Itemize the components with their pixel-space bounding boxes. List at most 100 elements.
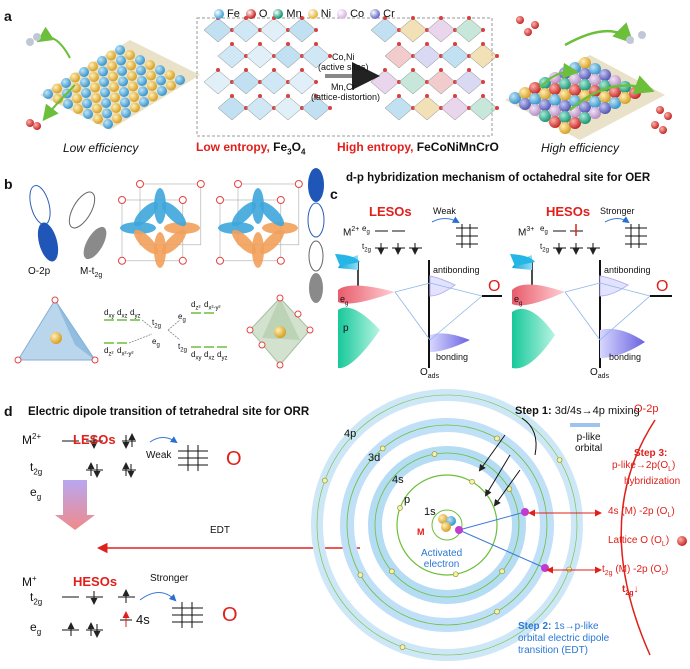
- ligand-oxygen: [118, 196, 126, 204]
- slab-atom: [72, 93, 82, 104]
- panel-a-letter: a: [4, 8, 12, 24]
- slab-atom: [116, 55, 126, 66]
- cluster-atom: [519, 87, 531, 99]
- d-orbital-lobe: [231, 201, 257, 227]
- cluster-atom: [569, 117, 581, 129]
- slab-atom: [82, 98, 92, 109]
- activated-word: Activated: [421, 548, 463, 559]
- cf-main: d: [130, 308, 135, 317]
- octahedron: [468, 43, 498, 69]
- d-t2g-top: t2g: [30, 460, 42, 476]
- step1-label: Step 1: 3d/4s→4p mixing: [515, 405, 640, 417]
- d-orbital-lobe: [133, 229, 159, 255]
- slab-atom: [112, 113, 122, 124]
- octahedron: [412, 95, 442, 121]
- cluster-atom: [559, 100, 571, 112]
- cf-sub: x²-y²: [208, 305, 221, 312]
- rt2g-end: ): [664, 564, 669, 575]
- oxygen-atom: [495, 54, 499, 58]
- cf-sub: xy: [108, 313, 115, 320]
- slab-atom: [136, 65, 146, 76]
- ion-m3: M: [518, 227, 527, 239]
- legend-dot: [370, 9, 381, 19]
- cf-main: d: [104, 308, 109, 317]
- mt2g-orbital-icon: [68, 191, 107, 260]
- d-orbital-lobe: [252, 232, 264, 268]
- cf-label: dz²: [104, 346, 113, 358]
- cf-label: dz²: [191, 300, 200, 312]
- sub3: 3: [287, 147, 292, 157]
- shell-label-4p: 4p: [344, 428, 357, 440]
- r4s-sub: L: [667, 512, 672, 519]
- cf-label: dx²-y²: [204, 300, 220, 312]
- shell-electron: [494, 435, 500, 442]
- shell-electron: [389, 568, 395, 575]
- shell-electron: [452, 571, 459, 578]
- cf-sub: xz: [121, 313, 128, 320]
- d-t2g-bottom: t2g: [30, 590, 43, 607]
- cluster-atom: [559, 78, 571, 90]
- cluster-atom: [589, 107, 601, 119]
- shell-label-p: p: [404, 494, 411, 506]
- oxygen-atom: [453, 42, 457, 46]
- oxygen-atom: [314, 80, 318, 84]
- cluster-atom: [629, 87, 641, 99]
- m2-label: M2+: [22, 432, 41, 447]
- cf-main: d: [204, 350, 209, 359]
- spinel-right-structure: [370, 16, 499, 121]
- slab-atom: [119, 87, 129, 97]
- slab-atom: [175, 75, 185, 85]
- lattice-distortion-label: Mn,Cr: [331, 82, 356, 92]
- oxygen-atom: [425, 94, 429, 98]
- eg-band-sub: g: [345, 300, 349, 307]
- slab-atom: [127, 71, 137, 81]
- cluster-atom: [599, 91, 611, 103]
- hesos-ion: M3+: [518, 226, 534, 238]
- oxygen-atom: [481, 28, 485, 32]
- slab-atom: [102, 108, 112, 119]
- octahedron: [217, 43, 247, 69]
- step2-t3: transition (EDT): [518, 645, 589, 656]
- octahedron: [426, 69, 456, 95]
- shell-electron: [379, 445, 386, 452]
- oxygen-atom: [383, 68, 387, 72]
- octahedron: [245, 95, 275, 121]
- gas-molecule: [659, 126, 667, 134]
- cf-sub: yz: [221, 355, 228, 362]
- slab-atom: [83, 109, 93, 119]
- oxygen-atom: [383, 16, 387, 20]
- slab-atom: [97, 56, 107, 66]
- oxygen-atom: [328, 106, 332, 110]
- cluster-atom: [599, 69, 611, 81]
- slab-atom: [111, 103, 121, 113]
- legend-item-ni: Ni: [307, 8, 331, 20]
- lesos-orbital-overlap: [431, 216, 478, 248]
- slab-atom: [148, 91, 158, 102]
- orbital-cube-right: [216, 180, 303, 268]
- step3-t2: hybridization: [624, 476, 681, 487]
- panel-d-letter: d: [4, 403, 13, 419]
- shell-electron: [566, 566, 572, 573]
- cf-sub: xy: [195, 355, 202, 362]
- step3-t1: p-like→2p(O: [612, 460, 669, 471]
- o2p-label: O-2p: [28, 266, 51, 277]
- panel-c-letter: c: [330, 186, 338, 202]
- slab-atom: [128, 81, 138, 92]
- slab-atom: [109, 82, 119, 92]
- d-lesos: LESOs: [73, 432, 116, 447]
- cf-sub: g: [182, 317, 186, 324]
- d-o-bottom: O: [222, 604, 238, 626]
- gas-molecule: [651, 121, 659, 129]
- legend-label: Mn: [286, 8, 302, 20]
- d-orbital-lobe: [154, 232, 166, 268]
- cluster-atom: [579, 101, 591, 113]
- gas-molecule: [664, 112, 672, 120]
- oxygen-atom: [286, 42, 290, 46]
- cluster-atom: [539, 99, 551, 111]
- r4s-t: 4s (M) -2p (O: [608, 506, 668, 517]
- d-orbital-lobe: [252, 188, 264, 224]
- tetrahedron-icon: [14, 296, 99, 364]
- oads-o: O: [420, 367, 428, 378]
